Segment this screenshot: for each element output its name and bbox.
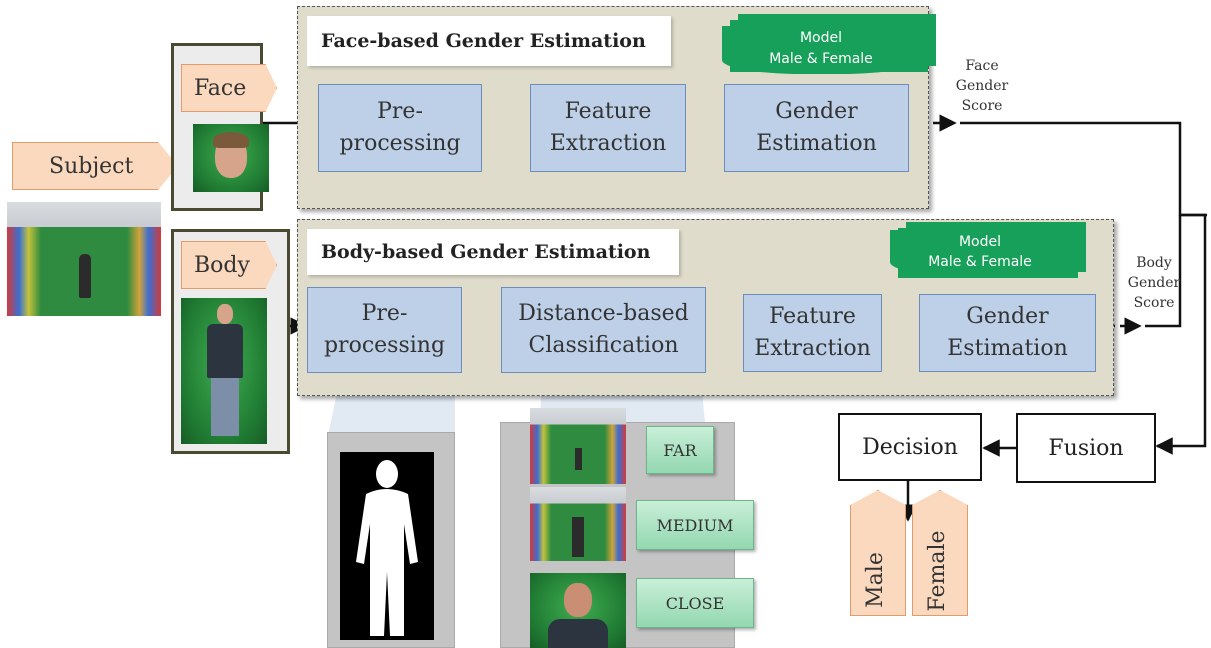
fusion-box: Fusion bbox=[1016, 413, 1156, 483]
body-distance-classification-step: Distance-based Classification bbox=[501, 287, 706, 373]
body-torso bbox=[207, 324, 243, 378]
far-thumbnail bbox=[530, 408, 626, 484]
female-text: Female bbox=[925, 530, 950, 612]
close-torso bbox=[548, 619, 608, 648]
face-gender-estimation-step: Gender Estimation bbox=[724, 84, 909, 172]
far-figure bbox=[575, 448, 582, 470]
subject-label: Subject bbox=[12, 142, 178, 190]
decision-box: Decision bbox=[838, 413, 982, 481]
medium-label: MEDIUM bbox=[636, 500, 754, 550]
body-label: Body bbox=[181, 241, 277, 289]
face-feature-extraction-step: Feature Extraction bbox=[530, 84, 686, 172]
close-head bbox=[564, 583, 592, 617]
body-model: Model Male & Female bbox=[890, 230, 1070, 276]
body-legs bbox=[211, 378, 239, 436]
male-tag bbox=[850, 490, 906, 616]
body-gender-score: Body Gender Score bbox=[1127, 255, 1181, 311]
face-preprocessing-step: Pre- processing bbox=[318, 84, 482, 172]
face-panel-title: Face-based Gender Estimation bbox=[307, 16, 671, 66]
body-head bbox=[217, 304, 233, 324]
subject-figure bbox=[79, 254, 91, 298]
body-preprocessing-step: Pre- processing bbox=[307, 287, 462, 373]
male-text: Male bbox=[863, 552, 888, 608]
body-panel-title: Body-based Gender Estimation bbox=[307, 229, 679, 275]
face-label: Face bbox=[181, 64, 277, 112]
face-gender-score: Face Gender Score bbox=[955, 58, 1009, 114]
body-feature-extraction-step: Feature Extraction bbox=[743, 294, 882, 372]
close-thumbnail bbox=[530, 573, 626, 648]
medium-thumbnail bbox=[530, 487, 626, 561]
face-model: Model Male & Female bbox=[722, 26, 920, 74]
face-hair bbox=[213, 132, 249, 148]
face-crop-photo bbox=[193, 124, 269, 192]
medium-figure bbox=[572, 517, 584, 557]
close-label: CLOSE bbox=[636, 578, 754, 628]
body-gender-estimation-step: Gender Estimation bbox=[919, 294, 1096, 372]
far-label: FAR bbox=[646, 426, 714, 474]
subject-corridor-photo bbox=[7, 202, 161, 316]
silhouette-shape bbox=[356, 460, 418, 636]
female-tag bbox=[912, 490, 968, 616]
silhouette-mask bbox=[340, 452, 434, 640]
body-crop-photo bbox=[181, 298, 267, 444]
